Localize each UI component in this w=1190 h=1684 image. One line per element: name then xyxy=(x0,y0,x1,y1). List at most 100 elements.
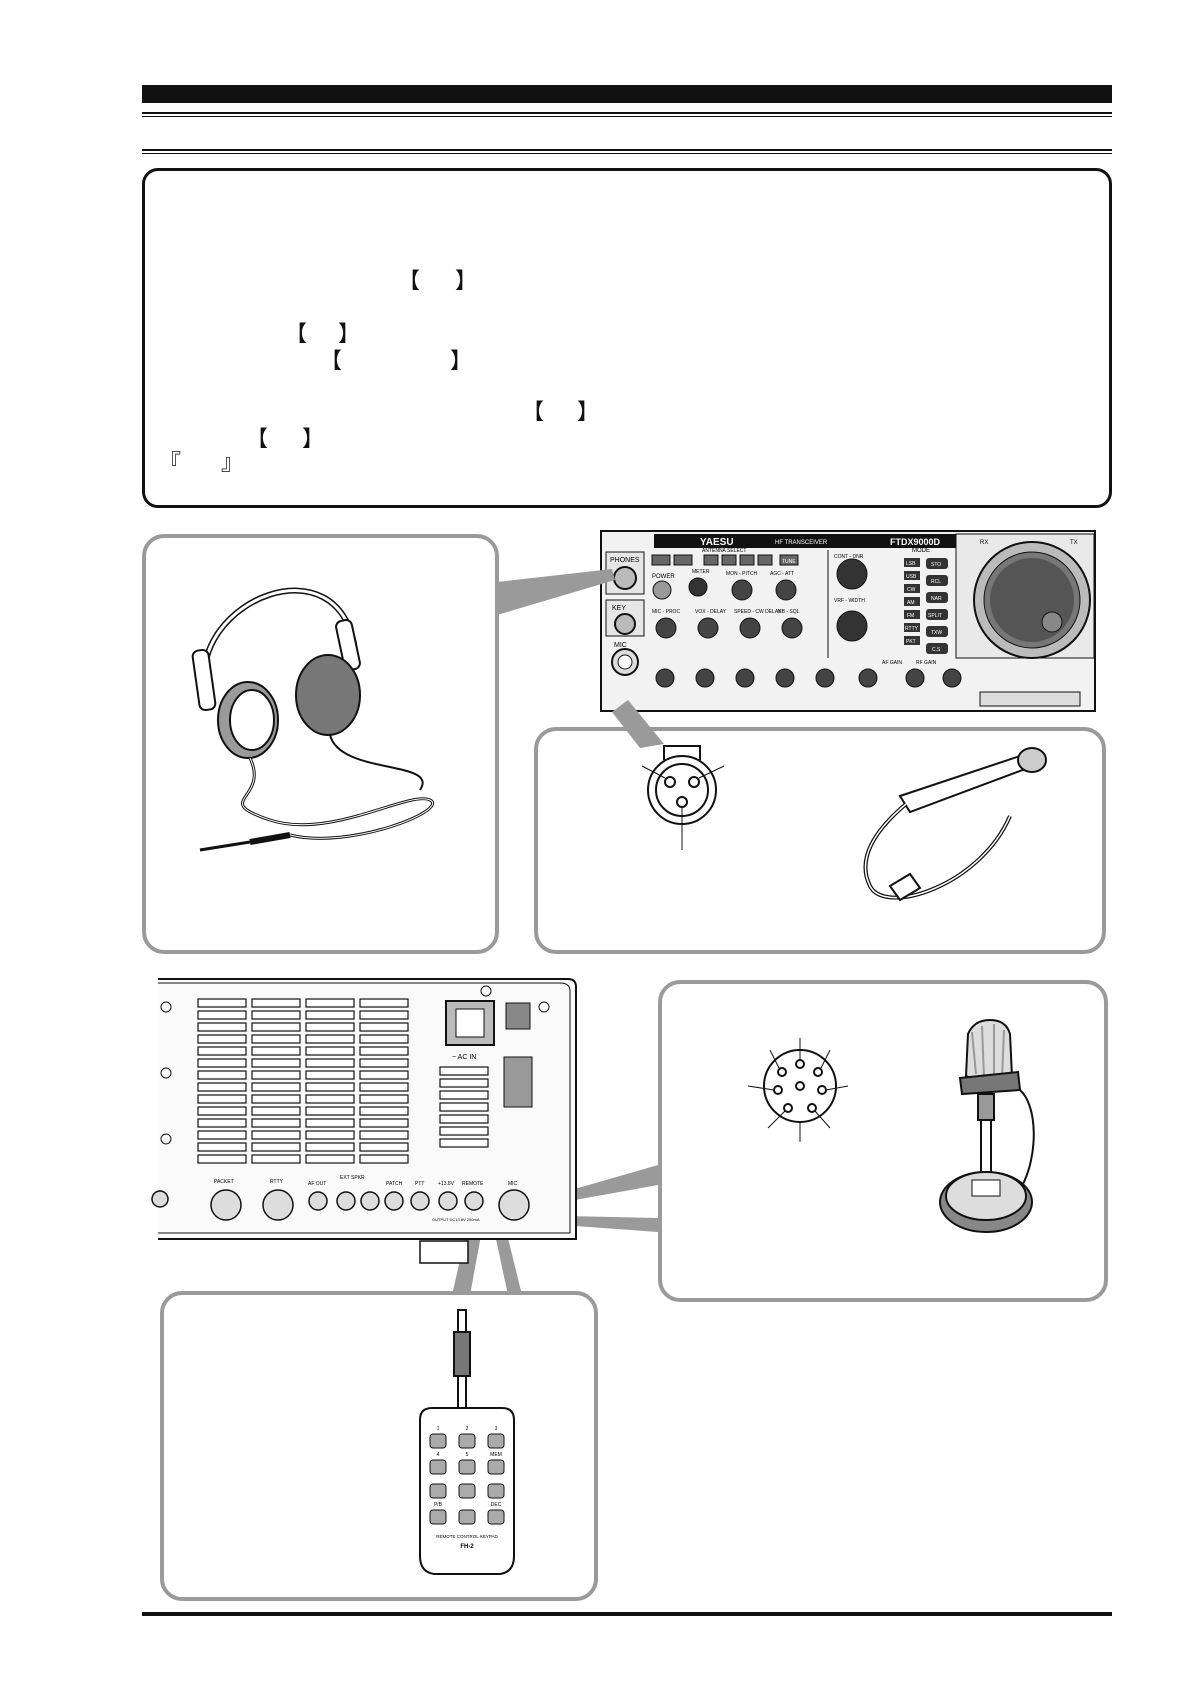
power-label: POWER xyxy=(652,574,675,580)
rear-mic-label: MIC xyxy=(508,1181,518,1187)
txw-key[interactable]: TXW xyxy=(931,630,942,636)
keypad-button[interactable] xyxy=(429,1483,447,1499)
packet-jack[interactable] xyxy=(210,1189,242,1221)
key-5-label: 5 xyxy=(466,1452,469,1458)
header-rule-4 xyxy=(142,153,1112,154)
mic-label: MIC xyxy=(614,642,627,649)
key-label: KEY xyxy=(612,605,626,612)
keypad-button[interactable] xyxy=(429,1509,447,1525)
mode-key-pkt[interactable]: PKT xyxy=(906,639,916,645)
mode-key-cw[interactable]: CW xyxy=(907,587,916,593)
key-2-label: 2 xyxy=(466,1426,469,1432)
key-4-label: 4 xyxy=(437,1452,440,1458)
ext-spkr-jack-2[interactable] xyxy=(360,1191,380,1211)
speed-cwdelay-label: SPEED - CW DELAY xyxy=(734,609,782,615)
bracket-close: 】 xyxy=(338,322,361,347)
keypad-button[interactable] xyxy=(458,1509,476,1525)
mon-pitch-knob[interactable] xyxy=(731,579,753,601)
mode-key-am[interactable]: AM xyxy=(907,600,915,606)
remote-label: REMOTE xyxy=(462,1181,484,1187)
meter-knob[interactable] xyxy=(688,577,708,597)
agc-att-label: AGC - ATT xyxy=(770,571,794,577)
header-bar xyxy=(142,85,1112,103)
mode-key-usb[interactable]: USB xyxy=(906,574,917,580)
keypad-button[interactable] xyxy=(487,1459,505,1475)
phones-label: PHONES xyxy=(610,557,640,564)
keypad-button[interactable] xyxy=(487,1509,505,1525)
breaker[interactable] xyxy=(503,1056,533,1108)
rcl-key[interactable]: RCL xyxy=(931,579,941,585)
key-dec-label: DEC xyxy=(491,1502,502,1508)
mode-label: MODE xyxy=(912,548,930,554)
nb-sql-label: NB - SQL xyxy=(778,609,800,615)
key-mem-label: MEM xyxy=(490,1452,502,1458)
keypad-button[interactable] xyxy=(458,1433,476,1449)
model-label: FTDX9000D xyxy=(890,537,941,547)
front-panel-illustration: YAESU HF TRANSCEIVER FTDX9000D PHONES KE… xyxy=(600,530,1096,712)
cont-dnr-label: CONT - DNR xyxy=(834,554,864,560)
handheld-mic-icon xyxy=(863,747,1047,902)
rtty-label: RTTY xyxy=(270,1179,284,1185)
remote-jack[interactable] xyxy=(464,1191,484,1211)
af-out-label: AF OUT xyxy=(308,1181,326,1187)
agc-att-knob[interactable] xyxy=(775,579,797,601)
bracket-open: 【 xyxy=(285,322,308,347)
af-gain-label: AF GAIN xyxy=(882,660,902,666)
patch-jack[interactable] xyxy=(384,1191,404,1211)
ptt-jack[interactable] xyxy=(410,1191,430,1211)
mic-proc-label: MIC - PROC xyxy=(652,609,680,615)
rear-mic-jack[interactable] xyxy=(498,1189,530,1221)
remote-keypad-icon: 1 2 3 4 5 MEM P/B DEC REMOTE CONTROL KEY… xyxy=(419,1309,515,1575)
key-jack-icon[interactable] xyxy=(614,613,636,635)
nb-sql-knob[interactable] xyxy=(781,617,803,639)
bracket-open: 【 xyxy=(522,400,545,425)
keypad-button[interactable] xyxy=(429,1459,447,1475)
mode-key-fm[interactable]: FM xyxy=(907,613,914,619)
af-out-jack[interactable] xyxy=(308,1191,328,1211)
note-box: 【 】 【 】 【 】 【 】 【 】 『 』 xyxy=(142,168,1112,508)
mode-key-rtty[interactable]: RTTY xyxy=(905,626,919,632)
bracket-close: 】 xyxy=(302,427,325,452)
rtty-jack[interactable] xyxy=(262,1189,294,1221)
bracket-close: 】 xyxy=(450,349,473,374)
power-knob[interactable] xyxy=(652,580,672,600)
mic-proc-knob[interactable] xyxy=(655,617,677,639)
nar-key[interactable]: NAR xyxy=(931,596,942,602)
bracket-close: 】 xyxy=(455,269,478,294)
mode-key-lsb[interactable]: LSB xyxy=(906,561,916,567)
headphones-panel xyxy=(142,534,499,954)
keypad-button[interactable] xyxy=(458,1459,476,1475)
ext-spkr-label: EXT SPKR xyxy=(340,1175,365,1181)
dc-out-jack[interactable] xyxy=(438,1191,458,1211)
header-rule-1 xyxy=(142,112,1112,114)
speed-cwdelay-knob[interactable] xyxy=(739,617,761,639)
brand-label: YAESU xyxy=(700,537,734,548)
patch-label: PATCH xyxy=(386,1181,403,1187)
mic-8pin-connector-icon xyxy=(747,1038,849,1142)
power-switch[interactable] xyxy=(505,1002,531,1030)
bracket-close-double: 』 xyxy=(221,451,244,476)
remote-keypad-panel xyxy=(160,1291,598,1601)
keypad-button[interactable] xyxy=(487,1433,505,1449)
vrf-width-knob[interactable] xyxy=(836,610,868,642)
key-3-label: 3 xyxy=(495,1426,498,1432)
keypad-caption: REMOTE CONTROL KEYPAD xyxy=(436,1534,498,1539)
split-key[interactable]: SPLIT xyxy=(928,613,942,619)
vox-delay-label: VOX - DELAY xyxy=(695,609,727,615)
cs-key[interactable]: C.S xyxy=(932,647,941,653)
header-rule-3 xyxy=(142,149,1112,151)
keypad-button[interactable] xyxy=(458,1483,476,1499)
xlr-jack-icon xyxy=(641,745,725,850)
meter-label: METER xyxy=(692,569,710,575)
ac-in-label: ~ AC IN xyxy=(452,1054,476,1061)
keypad-button[interactable] xyxy=(487,1483,505,1499)
ext-spkr-jack-1[interactable] xyxy=(336,1191,356,1211)
rf-gain-label: RF GAIN xyxy=(916,660,937,666)
bracket-open: 【 xyxy=(320,349,343,374)
vox-delay-knob[interactable] xyxy=(697,617,719,639)
bracket-close: 】 xyxy=(577,400,600,425)
dc-note-label: OUTPUT DC13.8V 200mA xyxy=(432,1217,480,1222)
cont-dnr-knob[interactable] xyxy=(836,558,868,590)
sto-key[interactable]: STO xyxy=(931,562,941,568)
keypad-button[interactable] xyxy=(429,1433,447,1449)
